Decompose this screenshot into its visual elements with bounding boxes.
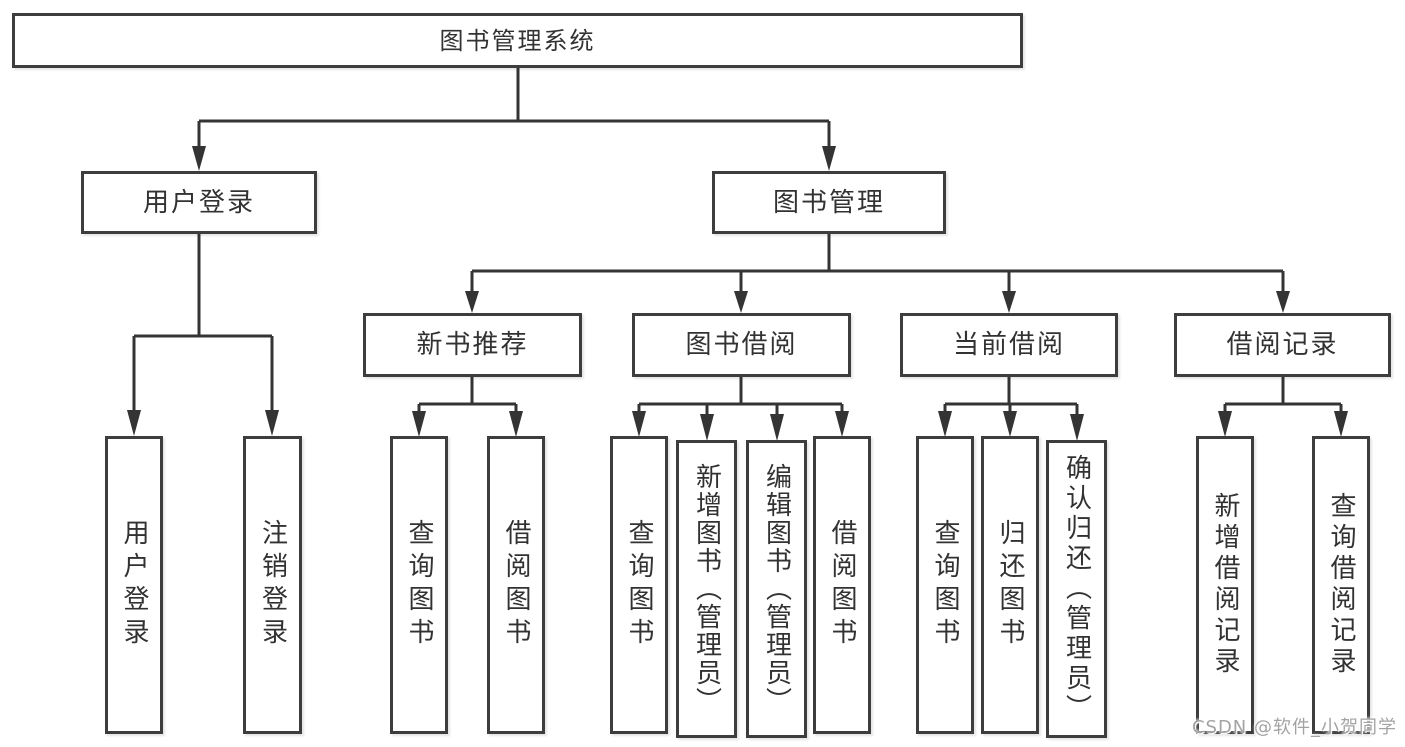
leaf-confirm-return-admin-label: 确认归还（管理员） bbox=[1061, 454, 1092, 724]
node-user-login-label: 用户登录 bbox=[142, 187, 255, 218]
node-borrow-records-label: 借阅记录 bbox=[1226, 330, 1339, 360]
connector-new-book-recommend bbox=[412, 377, 523, 437]
leaf-user-login: 用户登录 bbox=[105, 436, 163, 734]
leaf-query-books-3-label: 查询图书 bbox=[930, 519, 960, 651]
leaf-borrow-books-1: 借阅图书 bbox=[487, 436, 545, 734]
node-current-borrow-label: 当前借阅 bbox=[952, 330, 1065, 360]
leaf-return-book: 归还图书 bbox=[981, 436, 1039, 734]
leaf-confirm-return-admin: 确认归还（管理员） bbox=[1046, 440, 1107, 738]
leaf-borrow-books-1-label: 借阅图书 bbox=[501, 519, 531, 651]
leaf-query-books-2-label: 查询图书 bbox=[624, 519, 654, 651]
leaf-query-books-1-label: 查询图书 bbox=[404, 519, 434, 651]
leaf-add-borrow-record-label: 新增借阅记录 bbox=[1210, 492, 1240, 678]
connector-user-login bbox=[127, 234, 279, 436]
leaf-borrow-books-2: 借阅图书 bbox=[813, 436, 871, 734]
connector-current-borrow bbox=[938, 377, 1084, 441]
connector-book-borrow bbox=[632, 377, 849, 441]
leaf-query-borrow-record-label: 查询借阅记录 bbox=[1326, 492, 1356, 678]
node-book-borrow: 图书借阅 bbox=[632, 313, 851, 377]
leaf-query-borrow-record: 查询借阅记录 bbox=[1312, 436, 1370, 734]
node-user-login: 用户登录 bbox=[81, 171, 317, 234]
node-new-book-recommend: 新书推荐 bbox=[363, 313, 582, 377]
leaf-logout: 注销登录 bbox=[243, 436, 302, 734]
leaf-query-books-2: 查询图书 bbox=[610, 436, 668, 734]
node-library-system: 图书管理系统 bbox=[12, 13, 1023, 68]
node-book-management: 图书管理 bbox=[712, 171, 946, 234]
node-new-book-recommend-label: 新书推荐 bbox=[416, 330, 529, 360]
leaf-add-book-admin-label: 新增图书（管理员） bbox=[691, 463, 722, 715]
leaf-add-borrow-record: 新增借阅记录 bbox=[1196, 436, 1254, 734]
leaf-add-book-admin: 新增图书（管理员） bbox=[676, 440, 737, 738]
node-current-borrow: 当前借阅 bbox=[900, 313, 1118, 377]
leaf-query-books-3: 查询图书 bbox=[916, 436, 974, 734]
node-book-borrow-label: 图书借阅 bbox=[685, 330, 798, 360]
leaf-edit-book-admin: 编辑图书（管理员） bbox=[746, 440, 807, 738]
node-book-management-label: 图书管理 bbox=[772, 187, 885, 218]
leaf-query-books-1: 查询图书 bbox=[390, 436, 448, 734]
csdn-watermark: CSDN @软件_小贺同学 bbox=[1191, 717, 1397, 738]
leaf-borrow-books-2-label: 借阅图书 bbox=[827, 519, 857, 651]
leaf-user-login-label: 用户登录 bbox=[119, 519, 149, 651]
leaf-return-book-label: 归还图书 bbox=[995, 519, 1025, 651]
connector-borrow-records bbox=[1218, 377, 1348, 437]
node-library-system-label: 图书管理系统 bbox=[439, 26, 596, 55]
leaf-logout-label: 注销登录 bbox=[257, 519, 288, 651]
node-borrow-records: 借阅记录 bbox=[1174, 313, 1391, 377]
leaf-edit-book-admin-label: 编辑图书（管理员） bbox=[761, 463, 792, 715]
connector-root bbox=[192, 68, 836, 171]
connector-book-management bbox=[465, 234, 1290, 313]
